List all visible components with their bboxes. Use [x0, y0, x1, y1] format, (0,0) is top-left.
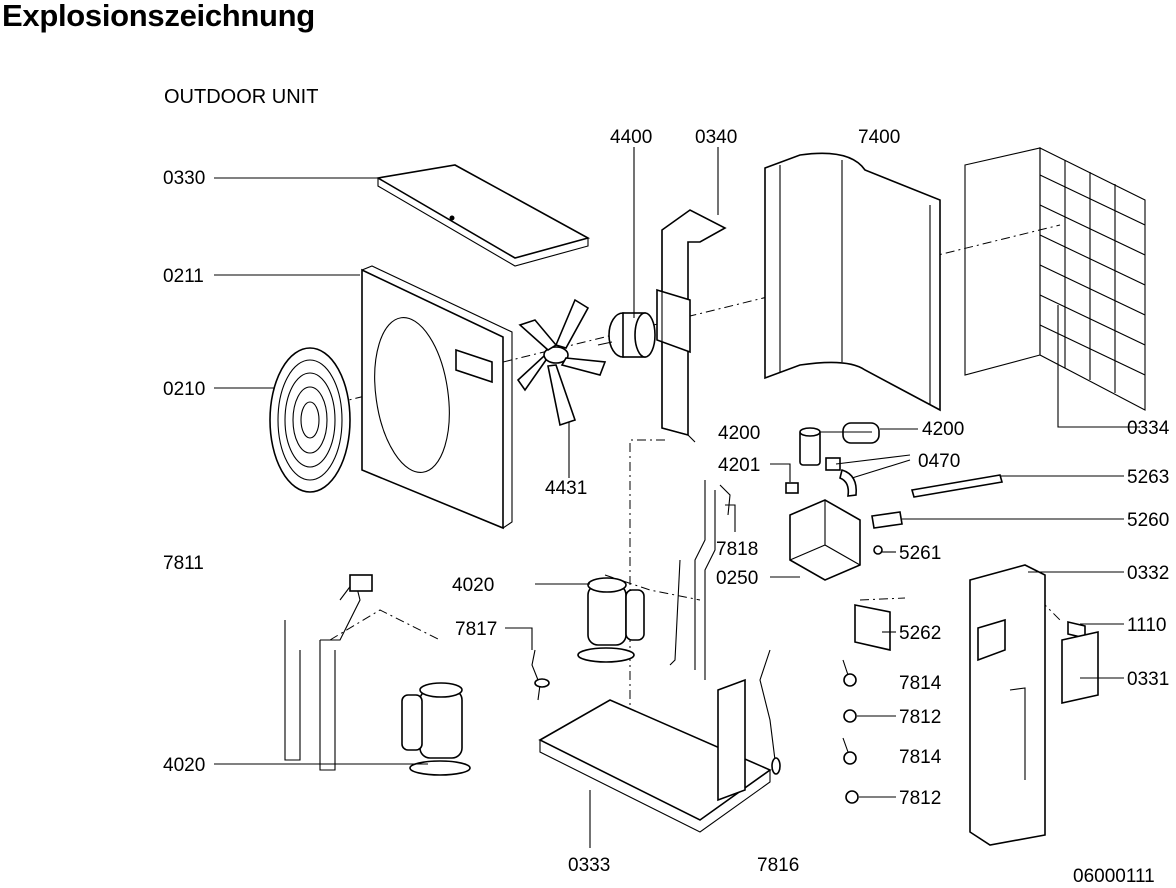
part-7818-piping — [669, 480, 731, 680]
label-7816: 7816 — [757, 855, 799, 876]
part-4400-fan-motor — [597, 312, 656, 358]
label-0470: 0470 — [918, 451, 960, 472]
label-4400: 4400 — [610, 127, 652, 148]
part-4020-compressor-left — [401, 682, 471, 776]
part-0330-top-cover — [375, 164, 591, 267]
document-number: 06000111 — [1073, 866, 1155, 887]
label-5263: 5263 — [1127, 467, 1169, 488]
part-0333-base-pan — [538, 678, 772, 833]
part-7816-sensor — [759, 649, 781, 775]
label-7814-lower: 7814 — [899, 747, 942, 768]
part-0334-rear-grille — [964, 147, 1146, 411]
label-0210: 0210 — [163, 379, 205, 400]
part-0332-side-panel — [969, 564, 1046, 846]
diagram-subtitle: OUTDOOR UNIT — [164, 86, 319, 108]
label-7812-lower: 7812 — [899, 788, 941, 809]
label-1110: 1110 — [1127, 615, 1166, 636]
label-0250: 0250 — [716, 568, 758, 589]
page-title: Explosionszeichnung — [2, 0, 315, 33]
label-0333: 0333 — [568, 855, 610, 876]
part-4200-capacitors — [785, 422, 880, 497]
leader-lines — [214, 147, 1140, 848]
part-0340-motor-bracket — [656, 209, 727, 443]
label-7400: 7400 — [858, 127, 900, 148]
label-5260: 5260 — [1127, 510, 1169, 531]
label-0334: 0334 — [1127, 418, 1170, 439]
label-7814-upper: 7814 — [899, 673, 942, 694]
label-4431: 4431 — [545, 478, 587, 499]
part-labels: 0330 0211 0210 4400 0340 7400 4431 0334 … — [163, 127, 1170, 876]
part-7814-7812-valves — [842, 659, 859, 804]
label-4200-left: 4200 — [718, 423, 760, 444]
label-4020-left: 4020 — [163, 755, 205, 776]
label-7812-upper: 7812 — [899, 707, 941, 728]
part-4431-fan-blade — [516, 298, 607, 427]
label-5262: 5262 — [899, 623, 941, 644]
label-4201: 4201 — [718, 455, 760, 476]
label-0332: 0332 — [1127, 563, 1169, 584]
label-5261: 5261 — [899, 543, 941, 564]
part-1110-0331 — [1061, 620, 1099, 704]
label-0211: 0211 — [163, 266, 204, 287]
label-0331: 0331 — [1127, 669, 1169, 690]
part-0210-fan-grille — [269, 347, 351, 493]
part-0211-front-panel — [361, 265, 513, 530]
label-0330: 0330 — [163, 168, 205, 189]
label-4200-right: 4200 — [922, 419, 964, 440]
label-7818: 7818 — [716, 539, 758, 560]
part-7817-sensor — [531, 649, 550, 701]
part-5263-5260-5261 — [871, 474, 1004, 555]
part-7811-piping-assembly — [284, 574, 373, 771]
part-7400-condenser-coil — [764, 152, 941, 412]
label-4020-center: 4020 — [452, 575, 494, 596]
label-7817: 7817 — [455, 619, 497, 640]
part-4020-compressor-center — [577, 577, 645, 663]
part-0250-electric-box — [789, 499, 861, 581]
part-5262-plate — [854, 604, 891, 652]
label-7811: 7811 — [163, 553, 204, 574]
label-0340: 0340 — [695, 127, 737, 148]
